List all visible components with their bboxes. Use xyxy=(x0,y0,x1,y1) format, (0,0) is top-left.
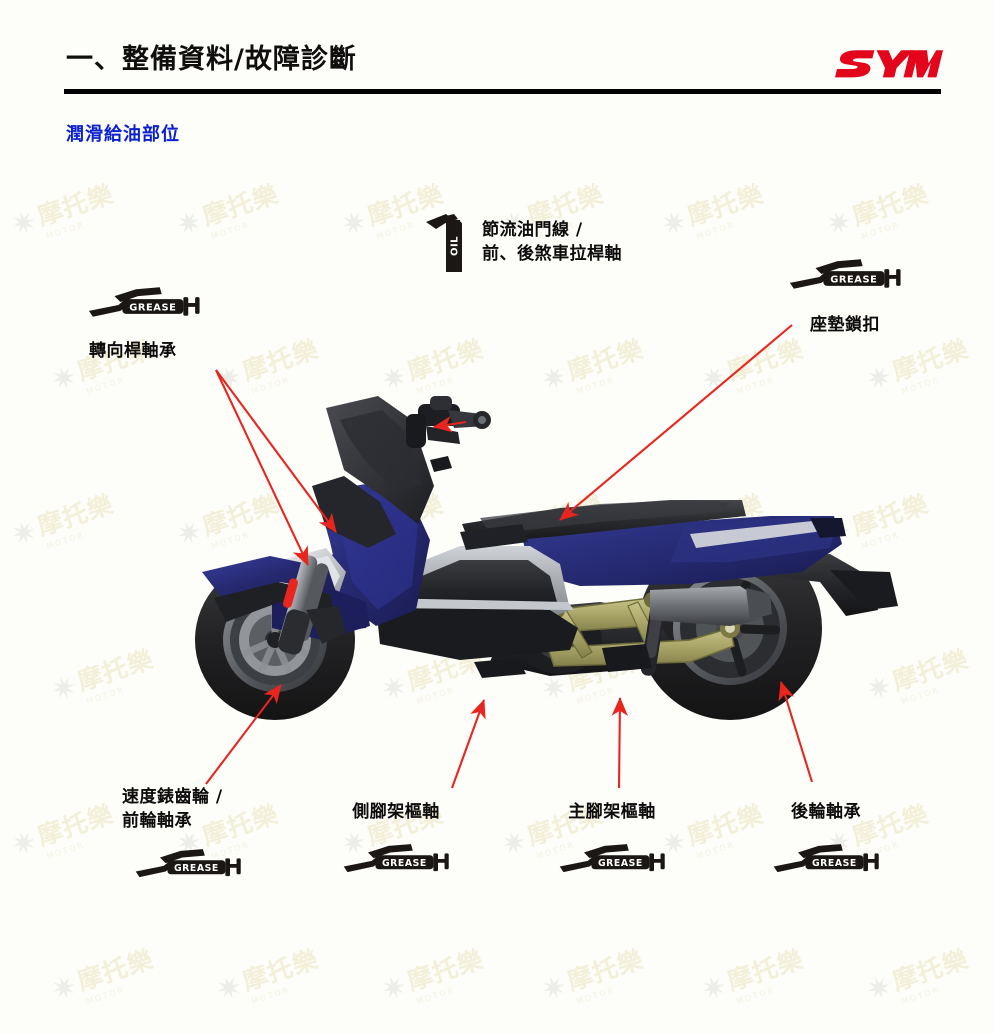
grease-gun-icon: GREASE xyxy=(340,840,452,882)
grease-gun-icon: GREASE xyxy=(786,255,904,299)
svg-text:GREASE: GREASE xyxy=(830,274,877,285)
scooter-illustration xyxy=(130,310,910,730)
callout-throttle-brake-pivot: OIL 節流油門線 / 前、後煞車拉桿軸 xyxy=(424,212,622,280)
callout-front-wheel-bearing: 速度錶齒輪 / 前輪軸承 GREASE xyxy=(122,785,244,887)
callout-label-steering-stem-bearing: 轉向桿軸承 xyxy=(89,341,177,361)
grease-gun-icon: GREASE xyxy=(132,845,244,887)
callout-label-front-wheel-bearing: 速度錶齒輪 / 前輪軸承 xyxy=(122,787,223,832)
callout-steering-stem-bearing: GREASE 轉向桿軸承 xyxy=(85,283,203,363)
callout-main-stand-pivot: 主腳架樞軸 GREASE xyxy=(556,800,668,882)
callout-label-seat-lock: 座墊鎖扣 xyxy=(810,315,880,335)
oil-can-icon: OIL xyxy=(424,212,470,280)
callout-label-main-stand-pivot: 主腳架樞軸 xyxy=(568,802,656,822)
callout-label-side-stand-pivot: 側腳架樞軸 xyxy=(352,802,440,822)
header-divider xyxy=(64,89,941,94)
page-title: 一、整備資料/故障診斷 xyxy=(66,44,357,75)
svg-text:GREASE: GREASE xyxy=(598,858,643,869)
callout-side-stand-pivot: 側腳架樞軸 GREASE xyxy=(340,800,452,882)
page-header: 一、整備資料/故障診斷 xyxy=(0,0,995,110)
lubrication-points-figure: GREASE 轉向桿軸承 OIL xyxy=(0,160,995,920)
grease-gun-icon: GREASE xyxy=(770,840,882,882)
svg-text:OIL: OIL xyxy=(450,236,461,256)
section-subtitle: 潤滑給油部位 xyxy=(66,124,180,145)
svg-text:GREASE: GREASE xyxy=(174,863,219,874)
callout-seat-lock: GREASE 座墊鎖扣 xyxy=(786,255,904,337)
front-fork xyxy=(278,555,346,655)
svg-text:GREASE: GREASE xyxy=(129,302,176,313)
callout-rear-wheel-bearing: 後輪軸承 GREASE xyxy=(770,800,882,882)
callout-label-throttle-brake-pivot: 節流油門線 / 前、後煞車拉桿軸 xyxy=(482,220,622,265)
callout-label-rear-wheel-bearing: 後輪軸承 xyxy=(791,802,861,822)
handlebar-assembly xyxy=(406,396,491,448)
grease-gun-icon: GREASE xyxy=(85,283,203,327)
grease-gun-icon: GREASE xyxy=(556,840,668,882)
sym-logo xyxy=(835,47,943,81)
svg-text:GREASE: GREASE xyxy=(382,858,427,869)
svg-text:GREASE: GREASE xyxy=(812,858,857,869)
